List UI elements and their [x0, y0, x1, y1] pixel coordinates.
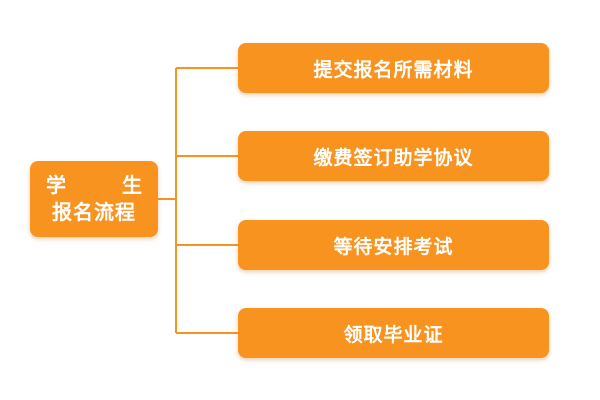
- root-char-2: 生: [122, 173, 142, 197]
- root-node-student-enrollment-process: 学 生 报名流程: [30, 161, 158, 237]
- step-node-pay-sign-agreement: 缴费签订助学协议: [238, 131, 549, 181]
- root-char-1: 学: [46, 173, 66, 197]
- root-node-line-2: 报名流程: [52, 200, 136, 224]
- root-node-line-1: 学 生: [30, 172, 158, 199]
- step-node-await-exam: 等待安排考试: [238, 220, 549, 270]
- step-node-submit-materials: 提交报名所需材料: [238, 43, 549, 93]
- step-node-receive-diploma: 领取毕业证: [238, 308, 549, 358]
